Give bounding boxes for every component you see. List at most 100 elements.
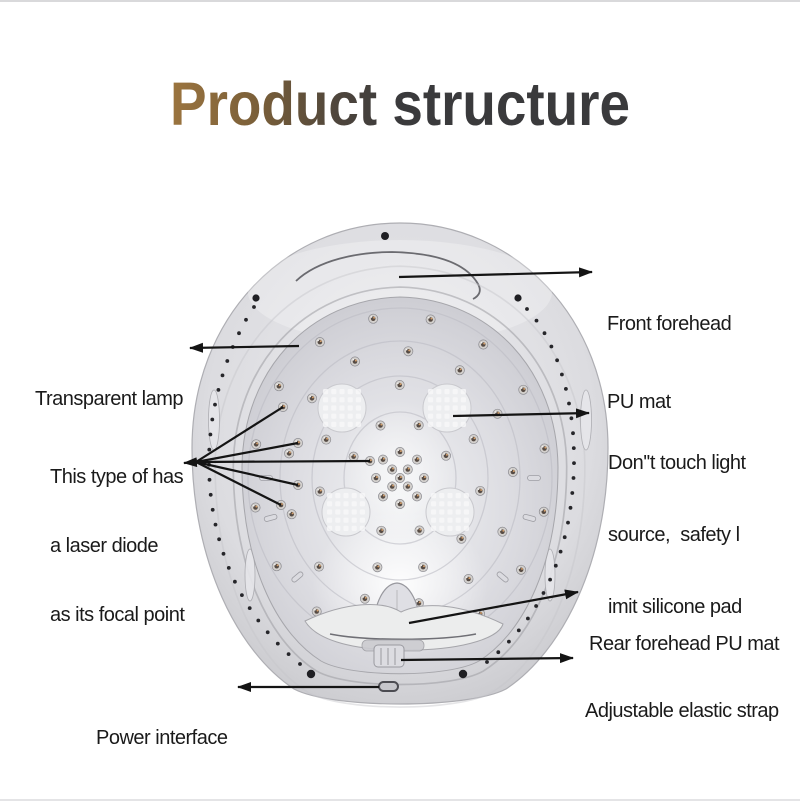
vent-hole-dot [572,461,576,465]
pad-grid-cell [351,525,357,531]
laser-diode [403,346,414,357]
pad-grid-cell [463,501,469,507]
laser-diode [273,381,284,392]
retainer-hook [522,513,537,522]
vent-hole-dot [225,359,230,363]
large-vent-dots [252,232,522,679]
laser-diode [539,443,550,454]
pad-grid-cell [452,405,458,411]
vent-hole-dot [247,606,252,610]
vent-hole-dot [568,505,573,510]
vent-hole-dot [298,662,302,666]
led-pad-bottom-right [425,487,475,537]
vent-hole-dot [207,477,212,482]
pad-grid-cell [355,405,361,411]
pad-grid-cell [327,509,333,515]
shell-step-ring-inner [232,286,568,686]
label-line: imit silicone pad [608,596,742,618]
pad-grid-cell [455,517,461,523]
pad-grid-cell [351,493,357,499]
pad-grid-cell [452,389,458,395]
vent-hole-dot [244,317,248,322]
laser-diode [516,564,527,575]
pad-grid-cell [355,397,361,403]
pad-grid-cell [431,493,437,499]
pad-grid-cell [436,389,442,395]
vent-hole-dot [265,630,270,635]
pad-grid-cell [428,421,434,427]
pad-grid-cell [359,517,365,523]
pad-grid-cell [327,525,333,531]
vent-holes-right [485,307,576,664]
pad-grid-cell [436,421,442,427]
laser-diode [251,439,262,450]
strap-buckle-ridges [380,648,396,665]
led-pad-bottom-left [321,487,371,537]
pad-grid-cell [452,397,458,403]
label-laser-diode: This type of has a laser diode as its fo… [50,420,185,673]
vent-hole-dot [213,522,218,527]
pad-grid-cell [335,517,341,523]
laser-diode [413,420,424,431]
pad-grid-cell [455,525,461,531]
laser-diode [371,473,381,483]
vent-hole-dot [555,358,559,363]
vent-hole-dot [237,331,241,336]
vent-hole-dot [516,628,521,633]
laser-diode [402,481,413,492]
vent-hole-dot [569,416,574,421]
laser-diode-array [250,313,550,619]
annotation-arrows [183,267,593,692]
pad-grid-cell [463,509,469,515]
arrow-transparent-lamp [189,342,300,353]
vent-hole-dot [571,431,575,436]
vent-hole-dot [240,593,244,597]
pad-grid-cell [339,397,345,403]
pad-grid-cell [355,413,361,419]
vent-hole-dot [549,344,554,349]
vent-hole-dot [564,387,568,391]
retainer-hook [263,513,278,522]
pad-grid-cell [343,509,349,515]
pad-grid-cell [347,389,353,395]
pad-grid-cell [323,413,329,419]
pad-grid-cell [431,517,437,523]
vent-hole-dot [220,373,225,378]
label-line: Don''t touch light [608,452,746,474]
laser-diode [348,451,359,462]
pad-grid-cell [444,405,450,411]
pad-grid-cell [447,493,453,499]
laser-diode [475,485,486,496]
vent-hole-dot [570,491,575,495]
pad-grid-cell [351,501,357,507]
arrow-rear-pu-mat [408,589,579,625]
pad-grid-cell [460,397,466,403]
laser-diode [250,502,261,513]
pad-grid-cell [339,405,345,411]
laser-diode [402,464,413,475]
pad-grid-cell [439,509,445,515]
led-pad-top-left [317,383,367,433]
led-pad-top-right [422,383,472,433]
vent-hole-dot [541,591,546,595]
pad-grid-cell [452,421,458,427]
label-light-source: Don''t touch light source, safety l imit… [608,403,746,667]
pad-grid-cell [455,493,461,499]
laser-diode [284,448,295,459]
vent-hole-dot [286,652,291,656]
pad-grid-cell [439,517,445,523]
laser-diode [372,562,383,573]
pad-grid-cell [327,501,333,507]
pad-grid-cell [431,525,437,531]
vent-hole-dot [252,305,256,309]
pad-grid-cell [436,413,442,419]
laser-diode [395,473,405,483]
laser-diode [350,356,360,367]
vent-hole-dot [562,535,567,540]
laser-diode [311,606,322,617]
label-power-interface: Power interface [96,673,228,803]
arrow-laser-diode-fan [183,406,371,506]
label-line: as its focal point [50,604,185,626]
